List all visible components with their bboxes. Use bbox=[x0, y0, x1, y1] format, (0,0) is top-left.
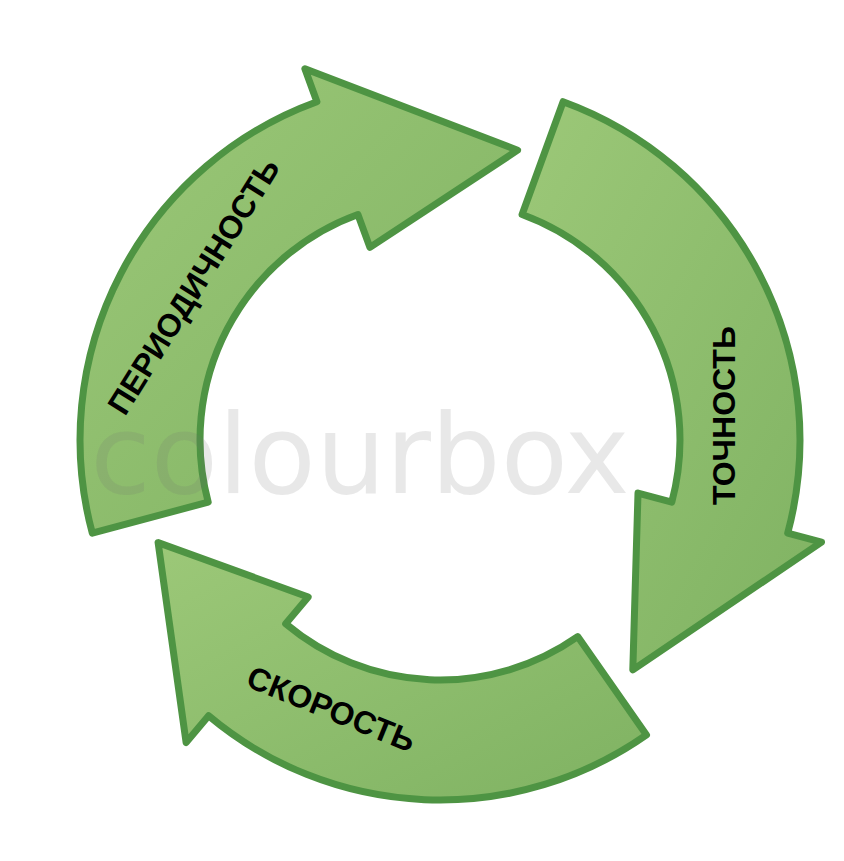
arrow-label-node: СКОРОСТЬ bbox=[242, 659, 420, 758]
cycle-arrow bbox=[158, 543, 646, 800]
arrow-label-node: ТОЧНОСТЬ bbox=[706, 326, 741, 505]
arrow-text: ПЕРИОДИЧНОСТЬ bbox=[101, 152, 287, 420]
watermark: colourbox bbox=[90, 400, 629, 510]
arrow-text: ТОЧНОСТЬ bbox=[706, 326, 741, 505]
arrow-text: СКОРОСТЬ bbox=[242, 659, 420, 758]
cycle-arrow bbox=[522, 102, 821, 670]
arrow-label-node: ПЕРИОДИЧНОСТЬ bbox=[101, 152, 287, 420]
